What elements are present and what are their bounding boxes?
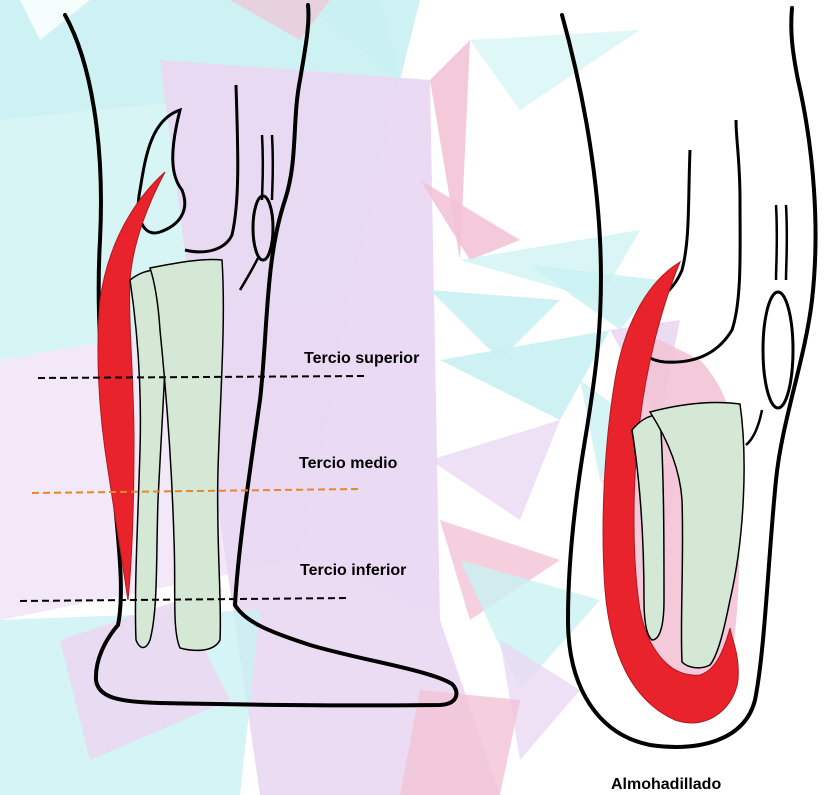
tendon-left [262,135,263,200]
inner-wall [746,410,762,445]
tendon-right-b [786,205,787,280]
sesamoid-right [763,292,793,408]
tendon-right [272,135,273,200]
middle-third-label: Tercio medio [299,455,398,472]
tendon-right-a [776,205,777,280]
lower-third-label: Tercio inferior [300,562,406,579]
right-stump-figure [562,8,816,747]
padding-label: Almohadillado [611,776,721,793]
upper-third-label: Tercio superior [304,350,419,367]
